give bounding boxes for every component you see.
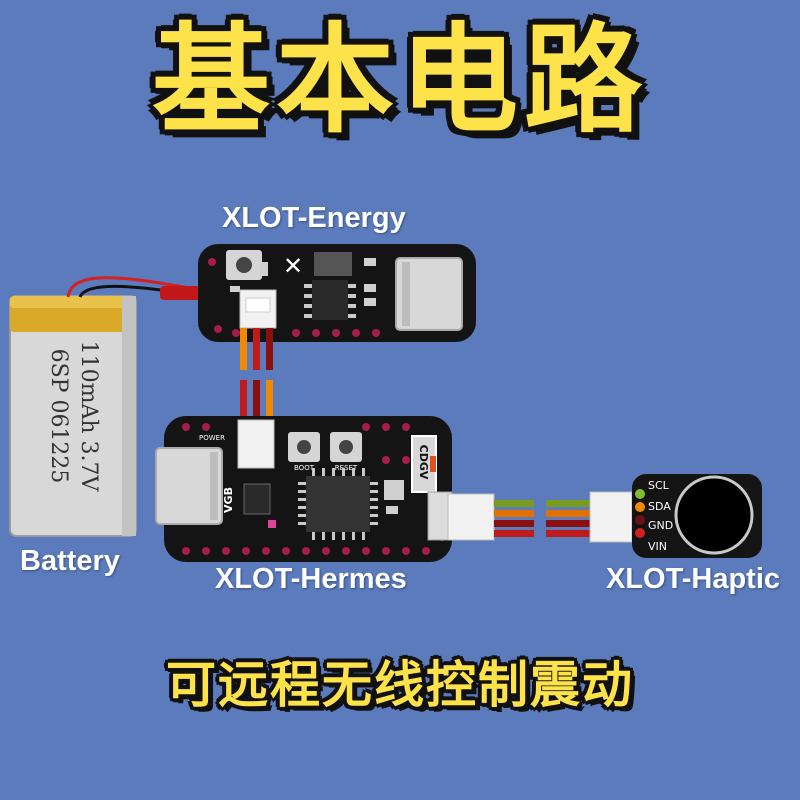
power-wires [240, 328, 273, 422]
boot-silk: BOOT [294, 464, 315, 472]
haptic-pin-sda: SDA [648, 500, 671, 513]
label-battery: Battery [20, 545, 120, 577]
label-xlot-hermes: XLOT-Hermes [215, 563, 407, 595]
haptic-pin-vin: VIN [648, 540, 667, 553]
hermes-board: BOOT RESET POWER VGB CDGV [155, 416, 495, 562]
i2c-wires [494, 491, 633, 543]
cdgv-silk: CDGV [417, 445, 430, 480]
haptic-board: SCL SDA GND VIN [632, 474, 762, 558]
battery-label-line2: 110mAh 3.7V [76, 341, 101, 493]
svg-text:✕: ✕ [283, 252, 303, 280]
label-xlot-haptic: XLOT-Haptic [606, 563, 781, 595]
page-title: 基本电路 [151, 11, 648, 149]
battery-label-line1: 6SP 061225 [46, 349, 71, 484]
haptic-pin-gnd: GND [648, 519, 673, 532]
vgb-silk: VGB [222, 487, 235, 513]
power-silk: POWER [199, 434, 225, 442]
energy-board: ✕ [198, 244, 476, 342]
label-xlot-energy: XLOT-Energy [222, 202, 406, 234]
reset-silk: RESET [335, 464, 358, 472]
haptic-pin-scl: SCL [648, 479, 670, 492]
page-subtitle: 可远程无线控制震动 [166, 656, 634, 714]
battery: 6SP 061225 110mAh 3.7V [9, 295, 137, 537]
